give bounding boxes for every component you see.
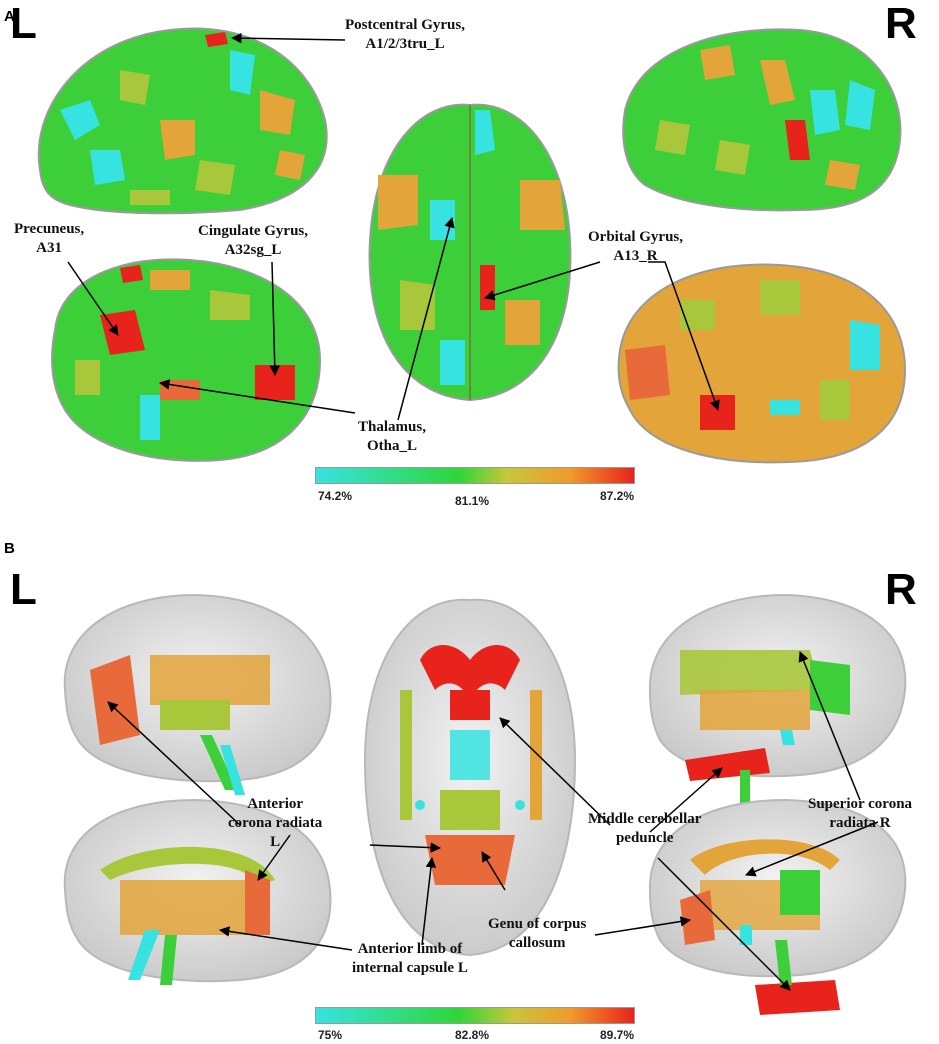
panel-a-right-label: R — [885, 0, 917, 48]
brain-b-dorsal — [363, 598, 577, 957]
colorbar-a — [315, 467, 635, 484]
brain-a-right-lateral — [622, 28, 902, 212]
annotation-orbital-gyrus: Orbital Gyrus,A13_R — [588, 229, 684, 264]
brain-b-right-lateral — [648, 593, 907, 810]
brain-b-left-lateral — [63, 593, 332, 795]
panel-b-arrows — [107, 651, 879, 991]
annotation-precuneus: Precuneus,A31 — [14, 221, 85, 256]
panel-b-right-label: R — [885, 565, 917, 614]
annotation-postcentral-gyrus: Postcentral Gyrus,A1/2/3tru_L — [345, 17, 465, 52]
colorbar-b-max: 89.7% — [600, 1028, 635, 1042]
annotation-cingulate-gyrus: Cingulate Gyrus,A32sg_L — [198, 223, 309, 258]
brain-a-dorsal — [368, 103, 572, 402]
brain-a-left-lateral — [37, 27, 328, 215]
panel-a-arrows — [67, 32, 720, 421]
colorbar-a-mid: 81.1% — [455, 494, 490, 508]
panel-b-left-label: L — [10, 565, 37, 614]
brain-b-left-medial — [63, 798, 332, 985]
colorbar-a-min: 74.2% — [318, 489, 353, 503]
brain-b-right-medial — [648, 798, 907, 1015]
colorbar-b-min: 75% — [318, 1028, 343, 1042]
panel-b-label: B — [4, 540, 15, 557]
colorbar-b-mid: 82.8% — [455, 1028, 490, 1042]
brain-a-left-medial — [51, 258, 322, 462]
colorbar-a-max: 87.2% — [600, 489, 635, 503]
colorbar-b — [315, 1007, 635, 1024]
brain-a-right-medial — [617, 263, 907, 464]
panel-a-label: A — [4, 8, 15, 25]
annotation-thalamus: Thalamus,Otha_L — [358, 419, 426, 454]
panel-a-left-label: L — [10, 0, 37, 48]
